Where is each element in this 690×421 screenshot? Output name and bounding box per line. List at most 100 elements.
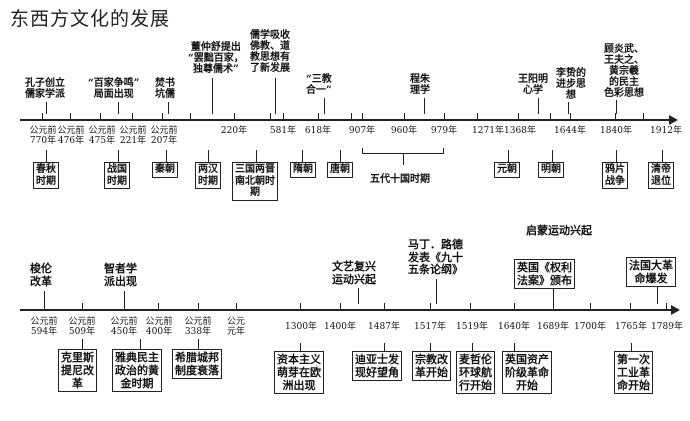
connector-line bbox=[168, 102, 169, 114]
date-label: 581年 bbox=[269, 126, 297, 136]
period-box: 明朝 bbox=[538, 162, 564, 178]
tick bbox=[340, 303, 341, 311]
date-label: 1400年 bbox=[324, 322, 356, 332]
date-label: 1300年 bbox=[285, 322, 317, 332]
connector-line bbox=[384, 343, 385, 351]
date-label: 1271年 bbox=[472, 126, 504, 136]
date-label: 907年 bbox=[348, 126, 376, 136]
event-label: 程朱理学 bbox=[410, 74, 430, 96]
date-label: 1368年 bbox=[504, 126, 536, 136]
tick bbox=[132, 113, 133, 121]
connector-line bbox=[302, 150, 303, 162]
connector-line bbox=[166, 150, 167, 162]
date-label: 220年 bbox=[220, 126, 248, 136]
page-title: 东西方文化的发展 bbox=[10, 8, 171, 30]
date-label: 1789年 bbox=[651, 322, 683, 332]
event-label: 启蒙运动兴起 bbox=[526, 224, 592, 237]
tick bbox=[318, 113, 319, 121]
bracket-end bbox=[443, 148, 444, 154]
period-box: 鸦片战争 bbox=[602, 162, 628, 189]
event-label: 孔子创立儒家学派 bbox=[25, 78, 65, 100]
tick bbox=[283, 113, 284, 121]
date-label: 1700年 bbox=[574, 322, 606, 332]
period-box: 资本主义萌芽在欧洲出现 bbox=[274, 351, 324, 394]
tick bbox=[190, 113, 191, 121]
tick bbox=[70, 113, 71, 121]
connector-line bbox=[552, 150, 553, 162]
connector-line bbox=[472, 343, 473, 351]
connector-line bbox=[140, 339, 141, 349]
tick bbox=[615, 113, 616, 121]
date-label: 公元元年 bbox=[226, 317, 246, 337]
tick bbox=[42, 113, 43, 121]
connector-line bbox=[358, 288, 359, 304]
timeline-axis bbox=[20, 309, 672, 311]
date-label: 1765年 bbox=[615, 322, 647, 332]
period-box: 希腊城邦制度衰落 bbox=[172, 349, 222, 379]
tick bbox=[270, 113, 271, 121]
connector-line bbox=[430, 343, 431, 351]
date-label: 1689年 bbox=[537, 322, 569, 332]
event-label: 文艺复兴运动兴起 bbox=[332, 260, 376, 286]
date-label: 618年 bbox=[304, 126, 332, 136]
period-box: 克里斯提尼改革 bbox=[58, 349, 97, 392]
connector-line bbox=[198, 339, 199, 349]
event-label: 焚书坑儒 bbox=[155, 78, 175, 100]
tick bbox=[630, 303, 631, 311]
period-box: 元朝 bbox=[494, 162, 520, 178]
event-label: 董仲舒提出“罢黜百家，独尊儒术” bbox=[188, 42, 244, 75]
tick bbox=[100, 113, 101, 121]
tick bbox=[404, 113, 405, 121]
period-box: 迪亚士发现好望角 bbox=[352, 351, 402, 381]
date-label: 1517年 bbox=[414, 322, 446, 332]
tick bbox=[666, 303, 667, 311]
tick bbox=[234, 113, 235, 121]
tick bbox=[82, 303, 83, 311]
connector-line bbox=[82, 339, 83, 349]
connector-line bbox=[616, 100, 617, 114]
event-label: 王阳明心学 bbox=[518, 74, 548, 96]
tick bbox=[300, 303, 301, 311]
connector-line bbox=[118, 102, 119, 114]
connector-line bbox=[657, 286, 658, 304]
connector-line bbox=[46, 150, 47, 162]
timeline-axis bbox=[20, 119, 670, 121]
connector-line bbox=[568, 102, 569, 114]
tick bbox=[236, 303, 237, 311]
bracket-end bbox=[362, 148, 363, 154]
tick bbox=[550, 113, 551, 121]
tick bbox=[518, 113, 519, 121]
event-label: 顾炎武、王夫之、黄宗羲的民主色彩思想 bbox=[604, 44, 644, 99]
event-label: 马丁．路德发表《九十五条论纲》 bbox=[408, 238, 463, 276]
connector-line bbox=[436, 279, 437, 304]
tick bbox=[430, 303, 431, 311]
axis-arrow-icon bbox=[669, 115, 678, 125]
event-label: “百家争鸣”局面出现 bbox=[88, 78, 140, 100]
tick bbox=[362, 113, 363, 121]
connector-line bbox=[538, 98, 539, 114]
event-label: 梭伦改革 bbox=[30, 262, 52, 288]
tick bbox=[124, 303, 125, 311]
connector-line bbox=[662, 150, 663, 162]
period-box: 两汉时期 bbox=[195, 162, 221, 189]
connector-line bbox=[403, 153, 404, 165]
period-box: 雅典民主政治的黄金时期 bbox=[112, 349, 162, 392]
tick bbox=[198, 303, 199, 311]
axis-arrow-icon bbox=[671, 305, 680, 315]
connector-line bbox=[553, 288, 554, 304]
date-label: 960年 bbox=[390, 126, 418, 136]
tick bbox=[643, 113, 644, 121]
date-label: 1487年 bbox=[368, 322, 400, 332]
connector-line bbox=[631, 343, 632, 351]
tick bbox=[384, 303, 385, 311]
event-label: “三教合一” bbox=[306, 74, 332, 96]
connector-line bbox=[424, 98, 425, 114]
connector-line bbox=[208, 150, 209, 162]
connector-line bbox=[340, 150, 341, 162]
